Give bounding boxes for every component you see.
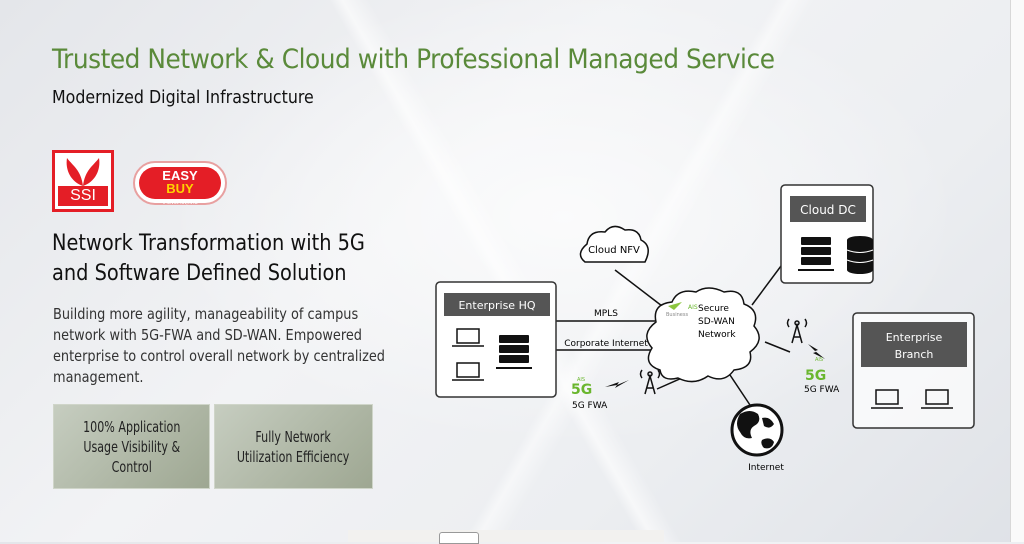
database-icon	[846, 236, 874, 274]
svg-text:Enterprise: Enterprise	[886, 331, 943, 344]
fwa-label-right: 5G FWA	[804, 385, 840, 395]
cell-tower-icon	[639, 318, 808, 395]
svg-text:AIS: AIS	[688, 304, 698, 311]
page-subtitle: Modernized Digital Infrastructure	[52, 87, 314, 108]
section-description: Building more agility, manageability of …	[53, 305, 386, 386]
svg-text:5G: 5G	[805, 368, 826, 384]
svg-text:Cloud DC: Cloud DC	[800, 203, 856, 217]
corporate-internet-label: Corporate Internet	[564, 339, 648, 349]
svg-text:SD-WAN: SD-WAN	[698, 317, 735, 327]
page-title: Trusted Network & Cloud with Professiona…	[52, 44, 775, 75]
server-icon	[496, 335, 532, 369]
svg-text:Secure: Secure	[698, 304, 729, 314]
svg-text:Network: Network	[698, 330, 736, 340]
cloud-nfv: Cloud NFV	[579, 225, 649, 263]
server-icon	[798, 237, 834, 271]
svg-text:Business: Business	[666, 312, 688, 318]
sdwan-cloud: AIS Business Secure SD-WAN Network	[646, 287, 760, 383]
mpls-label: MPLS	[594, 309, 618, 319]
globe-icon	[730, 403, 784, 457]
internet-label: Internet	[748, 463, 784, 473]
svg-text:AIS: AIS	[577, 377, 585, 383]
bottom-tab[interactable]	[439, 532, 479, 544]
ais-5g-logo-right: AIS 5G	[805, 357, 826, 384]
svg-text:Cloud NFV: Cloud NFV	[588, 245, 640, 256]
svg-text:Branch: Branch	[895, 348, 934, 361]
svg-text:Enterprise HQ: Enterprise HQ	[458, 299, 535, 312]
svg-text:AIS: AIS	[815, 357, 823, 363]
enterprise-hq-box: Enterprise HQ	[435, 281, 557, 398]
cloud-dc-box: Cloud DC	[780, 184, 874, 284]
fwa-label-left: 5G FWA	[572, 401, 608, 411]
laptop-icon	[871, 389, 953, 409]
ais-logo-icon	[668, 302, 682, 310]
laptop-icon	[452, 328, 484, 381]
bottom-panel	[348, 530, 664, 542]
lightning-icon	[605, 344, 825, 388]
svg-text:5G: 5G	[571, 382, 592, 398]
ssi-logo: SSI	[52, 150, 114, 212]
scrollbar-edge	[1010, 0, 1024, 542]
enterprise-branch-box: Enterprise Branch	[852, 312, 975, 429]
